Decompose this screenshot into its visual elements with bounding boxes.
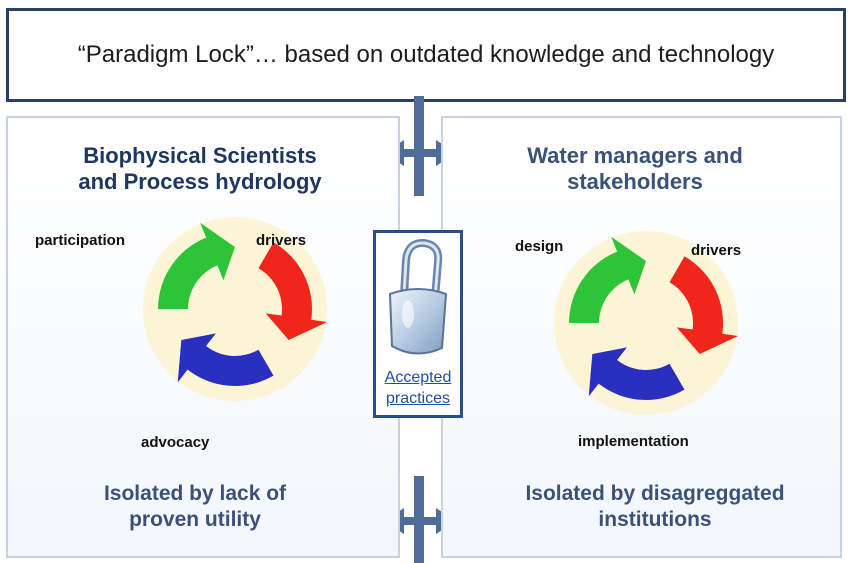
label-design: design bbox=[515, 238, 564, 255]
label-drivers-right: drivers bbox=[691, 242, 742, 259]
label-implementation: implementation bbox=[578, 433, 689, 450]
left-footer-line2: proven utility bbox=[129, 508, 261, 531]
right-heading-line2: stakeholders bbox=[567, 169, 703, 194]
left-panel-heading: Biophysical Scientists and Process hydro… bbox=[50, 143, 350, 195]
connector-trunk-top bbox=[414, 96, 424, 196]
right-footer-line1: Isolated by disagreggated bbox=[525, 482, 785, 505]
accepted-practices-caption: Accepted practices bbox=[376, 367, 460, 409]
padlock-icon bbox=[388, 238, 448, 355]
caption-line2: practices bbox=[385, 390, 451, 407]
blue-cycle-arrow bbox=[588, 347, 685, 400]
left-cycle-arrows-icon bbox=[143, 217, 328, 401]
title-box: “Paradigm Lock”… based on outdated knowl… bbox=[6, 8, 846, 102]
green-cycle-arrow bbox=[569, 236, 646, 323]
caption-line1: Accepted bbox=[384, 369, 452, 386]
green-cycle-arrow bbox=[158, 222, 235, 309]
blue-cycle-arrow bbox=[177, 333, 274, 386]
red-cycle-arrow bbox=[258, 242, 328, 340]
left-footer-line1: Isolated by lack of bbox=[103, 482, 287, 505]
right-panel-footer: Isolated by disagreggated institutions bbox=[475, 481, 835, 533]
left-heading-line2: and Process hydrology bbox=[78, 169, 322, 194]
left-panel-footer: Isolated by lack of proven utility bbox=[40, 481, 350, 533]
label-drivers-left: drivers bbox=[256, 232, 307, 249]
title-text: “Paradigm Lock”… based on outdated knowl… bbox=[77, 41, 775, 68]
red-cycle-arrow bbox=[669, 256, 739, 354]
right-heading-line1: Water managers and bbox=[527, 143, 743, 168]
right-panel-heading: Water managers and stakeholders bbox=[470, 143, 800, 195]
label-advocacy: advocacy bbox=[141, 434, 210, 451]
right-cycle-arrows-icon bbox=[554, 231, 739, 415]
left-heading-line1: Biophysical Scientists bbox=[83, 143, 317, 168]
right-footer-line2: institutions bbox=[598, 508, 712, 531]
label-participation: participation bbox=[35, 232, 126, 249]
